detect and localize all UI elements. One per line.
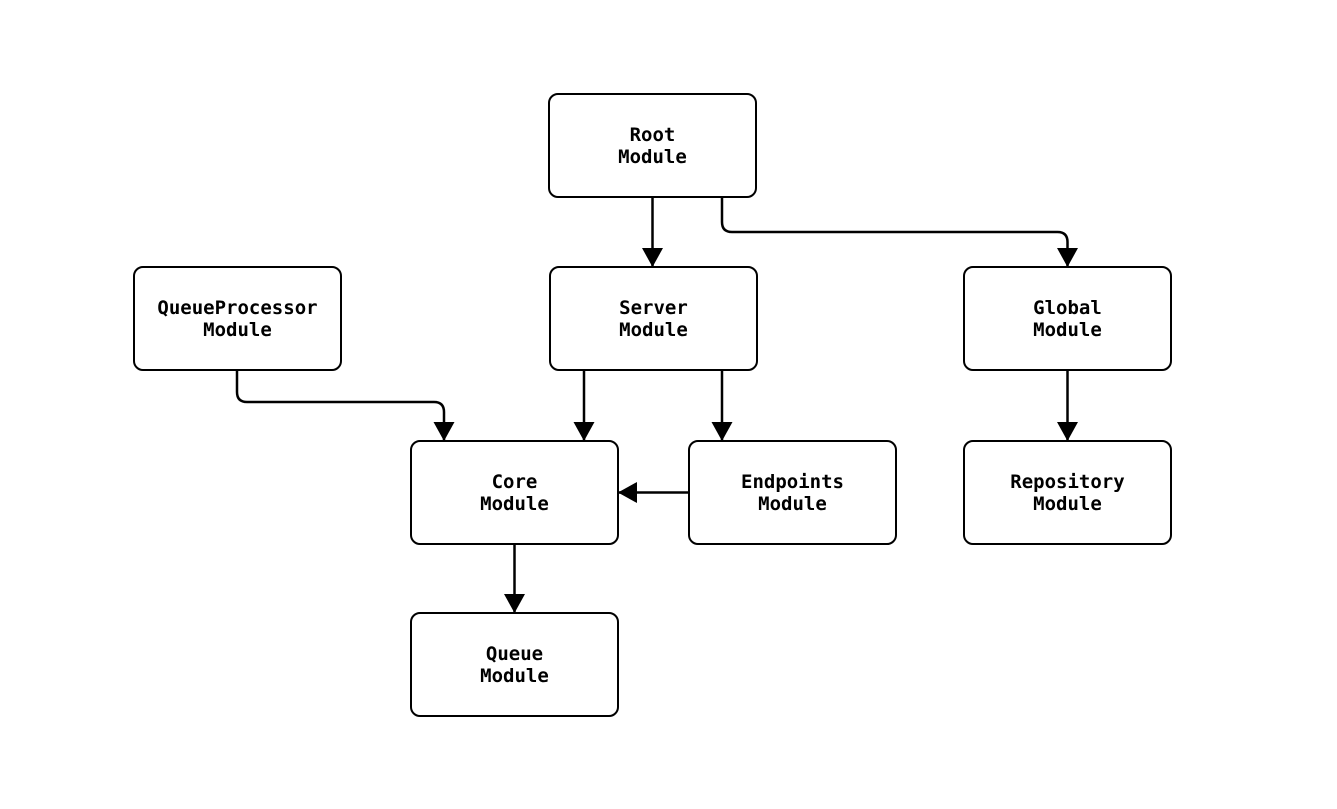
node-queue-module: Queue Module: [410, 612, 619, 717]
node-endpoints-module-label-line2: Module: [758, 492, 827, 515]
edge-root-to-global: [720, 198, 1078, 267]
node-repository-module-label-line2: Module: [1033, 492, 1102, 515]
node-queue-module-label-line1: Queue: [485, 642, 544, 665]
edge-queueprocessor-to-core: [235, 371, 455, 441]
node-core-module: Core Module: [410, 440, 619, 545]
node-repository-module-label-line1: Repository: [1010, 470, 1125, 493]
node-endpoints-module: Endpoints Module: [688, 440, 897, 545]
node-repository-module: Repository Module: [963, 440, 1172, 545]
node-core-module-label-line1: Core: [491, 470, 538, 493]
node-root-module-label-line2: Module: [618, 145, 687, 168]
node-queueprocessor-module: QueueProcessor Module: [133, 266, 342, 371]
node-root-module: Root Module: [548, 93, 757, 198]
node-endpoints-module-label-line1: Endpoints: [741, 470, 844, 493]
node-server-module-label-line1: Server: [619, 296, 688, 319]
node-root-module-label-line1: Root: [629, 123, 676, 146]
node-queueprocessor-module-label-line2: Module: [203, 318, 272, 341]
node-server-module: Server Module: [549, 266, 758, 371]
node-global-module-label-line2: Module: [1033, 318, 1102, 341]
node-global-module: Global Module: [963, 266, 1172, 371]
node-global-module-label-line1: Global: [1033, 296, 1102, 319]
node-core-module-label-line2: Module: [480, 492, 549, 515]
node-server-module-label-line2: Module: [619, 318, 688, 341]
node-queueprocessor-module-label-line1: QueueProcessor: [157, 296, 318, 319]
node-queue-module-label-line2: Module: [480, 664, 549, 687]
